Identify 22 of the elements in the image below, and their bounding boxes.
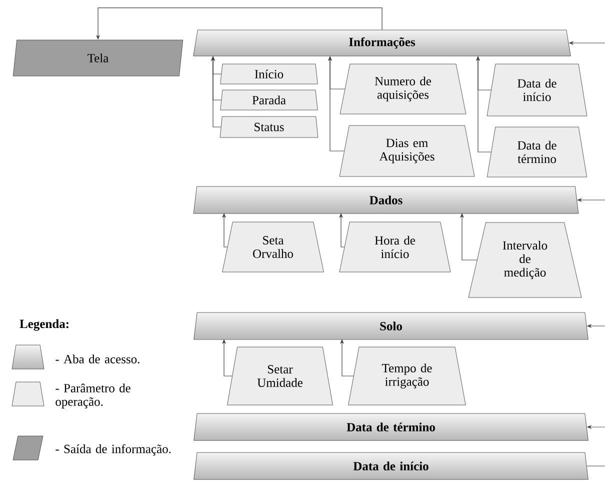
tab-trapezoid: Solo [194, 312, 588, 340]
parameter-trapezoid: Seta Orvalho [222, 222, 324, 272]
parameter-trapezoid: Data de término [486, 126, 588, 178]
tab-trapezoid: Informações [193, 30, 571, 56]
output-parallelogram: Tela [12, 40, 184, 76]
parameter-trapezoid: Hora de início [339, 222, 451, 272]
parameter-trapezoid: Parada [220, 90, 318, 110]
tab-trapezoid: Data de início [194, 452, 588, 480]
tab-trapezoid: Dados [193, 186, 579, 214]
parameter-trapezoid: Início [220, 64, 318, 84]
parameter-trapezoid: Intervalo de medição [468, 222, 582, 298]
parameter-trapezoid: Dias em Aquisições [339, 125, 475, 177]
parameter-trapezoid: Numero de aquisições [340, 64, 466, 114]
legend-text: - Aba de acesso. [56, 354, 140, 364]
parameter-trapezoid: Tempo de irrigação [348, 346, 466, 406]
tab-trapezoid: Data de término [194, 413, 588, 441]
parameter-trapezoid: Setar Umidade [227, 346, 333, 406]
legend-title: Legenda: [20, 319, 68, 331]
parameter-trapezoid: Data de início [486, 64, 588, 116]
parameter-trapezoid: Status [220, 116, 318, 138]
legend-text: - Saída de informação. [56, 444, 171, 456]
legend-text: - Parâmetro de operação. [56, 384, 130, 408]
